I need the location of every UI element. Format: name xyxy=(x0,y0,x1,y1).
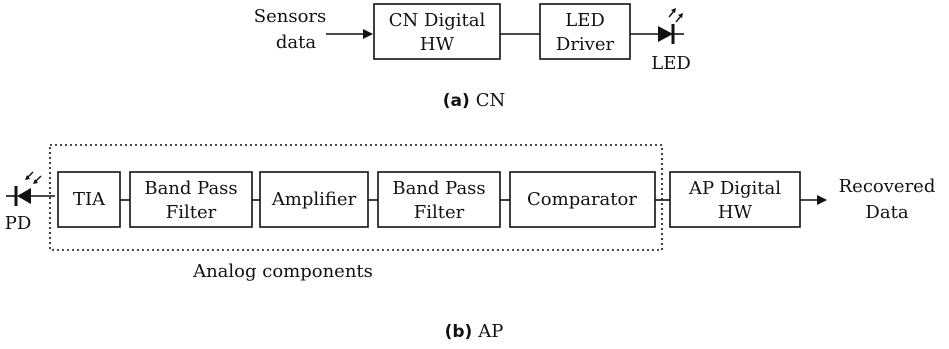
cn-digital-hw-box xyxy=(373,3,501,60)
ap-diagram: PD Analog components TIA Band Pass Filte… xyxy=(5,144,936,342)
caption-b-tag: (b) xyxy=(445,322,473,342)
cn-digital-hw-label-line1: CN Digital xyxy=(389,10,486,31)
ap-output-label-line1: Recovered xyxy=(839,176,936,197)
ap-digital-hw-label-line1: AP Digital xyxy=(688,178,781,199)
led-icon xyxy=(658,8,684,44)
cn-led-driver-box xyxy=(539,3,631,60)
caption-a: (a) CN xyxy=(443,90,506,111)
amplifier-label: Amplifier xyxy=(271,189,357,210)
tia-label: TIA xyxy=(73,189,106,210)
ap-output-label-line2: Data xyxy=(865,202,908,223)
bpf2-label-line1: Band Pass xyxy=(392,178,485,199)
cn-led-driver-label-line2: Driver xyxy=(556,34,615,55)
bpf1-label-line1: Band Pass xyxy=(144,178,237,199)
pd-label: PD xyxy=(5,213,32,234)
cn-input-label-line2: data xyxy=(276,32,316,53)
caption-a-tag: (a) xyxy=(443,91,470,111)
photodiode-icon xyxy=(6,171,55,206)
ap-digital-hw-label-line2: HW xyxy=(718,202,753,223)
bpf2-label-line2: Filter xyxy=(414,202,465,223)
cn-digital-hw-label-line2: HW xyxy=(420,34,455,55)
cn-led-driver-label-line1: LED xyxy=(565,10,605,31)
caption-b-text: AP xyxy=(477,321,503,342)
band-pass-filter-1-box xyxy=(129,171,253,228)
cn-diagram: Sensors data CN Digital HW LED Driver LE… xyxy=(254,3,691,111)
analog-components-group xyxy=(49,144,663,251)
analog-components-label: Analog components xyxy=(192,261,373,282)
caption-b: (b)AP xyxy=(445,321,504,342)
comparator-box xyxy=(509,171,656,228)
comparator-label: Comparator xyxy=(527,189,637,210)
led-label: LED xyxy=(651,53,691,74)
cn-input-label-line1: Sensors xyxy=(254,6,327,27)
caption-a-text: CN xyxy=(476,90,506,111)
bpf1-label-line2: Filter xyxy=(166,202,217,223)
